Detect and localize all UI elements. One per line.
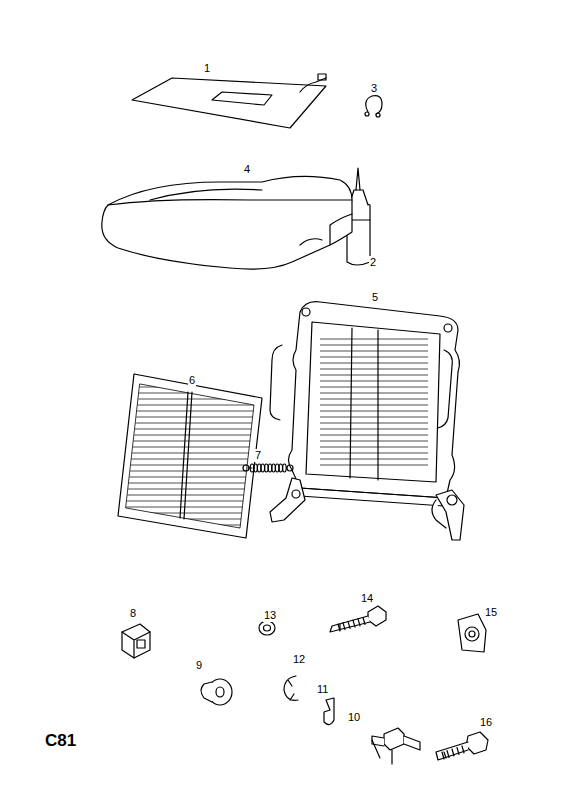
callout-number: 15 bbox=[484, 606, 498, 619]
cushion-cover bbox=[102, 176, 352, 269]
heater-pad bbox=[318, 74, 326, 80]
screw bbox=[368, 606, 386, 626]
hog-ring bbox=[365, 96, 382, 117]
bolt bbox=[436, 742, 468, 760]
stud-bolt bbox=[372, 728, 420, 764]
backrest-frame bbox=[302, 308, 310, 316]
cushion-cover bbox=[108, 200, 352, 205]
bushing bbox=[216, 687, 224, 697]
stud-bolt bbox=[384, 728, 404, 750]
backrest-frame bbox=[350, 328, 352, 478]
screw bbox=[358, 619, 360, 626]
callout-number: 5 bbox=[371, 291, 379, 304]
backrest-frame bbox=[432, 500, 446, 528]
bushing bbox=[201, 679, 232, 705]
callout-number: 8 bbox=[129, 607, 137, 620]
callout-number: 9 bbox=[195, 659, 203, 672]
tension-spring bbox=[243, 464, 293, 472]
callout-number: 14 bbox=[360, 592, 374, 605]
heater-pad bbox=[132, 74, 326, 128]
cushion-cover bbox=[300, 239, 322, 245]
spring-mat bbox=[118, 374, 262, 538]
callout-number: 7 bbox=[254, 449, 262, 462]
stud-bolt bbox=[404, 736, 420, 750]
backrest-frame bbox=[270, 478, 305, 522]
retaining-clip bbox=[469, 631, 475, 637]
backrest-frame bbox=[270, 345, 282, 420]
circlip bbox=[284, 676, 298, 700]
bolt bbox=[462, 746, 464, 753]
screw bbox=[343, 623, 345, 630]
seat-clip bbox=[122, 632, 150, 658]
screw bbox=[353, 620, 355, 627]
washer bbox=[264, 625, 271, 631]
figure-code: C81 bbox=[44, 731, 77, 750]
backrest-frame bbox=[444, 324, 452, 332]
tension-spring bbox=[283, 464, 287, 472]
heater-pad bbox=[212, 92, 272, 105]
hog-ring bbox=[365, 112, 369, 116]
backrest-frame bbox=[447, 495, 457, 505]
screw bbox=[348, 621, 350, 628]
hog-ring bbox=[376, 113, 380, 117]
cushion-cover bbox=[330, 214, 352, 245]
backrest-frame bbox=[300, 488, 446, 506]
washer bbox=[259, 621, 275, 635]
callout-number: 12 bbox=[292, 653, 306, 666]
bolt bbox=[436, 732, 488, 760]
retaining-clip bbox=[458, 614, 486, 652]
heater-pad bbox=[132, 78, 326, 128]
backrest-frame bbox=[270, 302, 464, 540]
circlip bbox=[284, 676, 298, 700]
bolt bbox=[447, 751, 449, 758]
bolt bbox=[457, 748, 459, 755]
washer bbox=[259, 621, 275, 635]
callout-number: 16 bbox=[479, 716, 493, 729]
backrest-frame bbox=[377, 330, 378, 480]
retaining-clip bbox=[458, 614, 486, 652]
spring-mat bbox=[184, 392, 192, 519]
callout-number: 11 bbox=[316, 683, 329, 696]
bolt bbox=[444, 752, 446, 758]
spring-clip bbox=[324, 698, 334, 725]
screw bbox=[363, 618, 365, 625]
bushing bbox=[201, 682, 212, 702]
callout-number: 6 bbox=[188, 374, 196, 387]
screw bbox=[338, 624, 340, 631]
cushion-cover bbox=[102, 176, 352, 269]
seat-clip bbox=[137, 640, 145, 648]
backrest-frame bbox=[289, 302, 460, 498]
tension-spring bbox=[287, 465, 293, 471]
spring-mat bbox=[118, 374, 262, 538]
seat-clip bbox=[122, 624, 150, 658]
callout-number: 3 bbox=[370, 82, 378, 95]
backrest-frame bbox=[306, 322, 440, 482]
callout-number: 13 bbox=[263, 609, 277, 622]
retaining-clip bbox=[465, 627, 479, 641]
bolt bbox=[466, 732, 488, 754]
bolt bbox=[452, 749, 454, 756]
cushion-cover bbox=[150, 189, 262, 200]
spring-clip bbox=[324, 698, 334, 725]
tension-spring bbox=[243, 465, 249, 471]
screw bbox=[330, 606, 386, 632]
spring-mat bbox=[180, 392, 188, 518]
backrest-frame bbox=[292, 490, 300, 498]
adhesive-bottle bbox=[356, 168, 360, 190]
backrest-frame bbox=[320, 338, 428, 468]
callout-number: 1 bbox=[203, 62, 211, 75]
screw bbox=[330, 616, 370, 632]
backrest-frame bbox=[438, 350, 452, 428]
hog-ring bbox=[366, 96, 382, 114]
bolt bbox=[442, 752, 444, 759]
callout-number: 4 bbox=[243, 163, 251, 176]
callout-number: 10 bbox=[347, 711, 361, 724]
stud-bolt bbox=[372, 740, 392, 764]
callout-number: 2 bbox=[369, 256, 377, 269]
spring-mat bbox=[126, 384, 254, 528]
seat-clip bbox=[122, 624, 150, 658]
